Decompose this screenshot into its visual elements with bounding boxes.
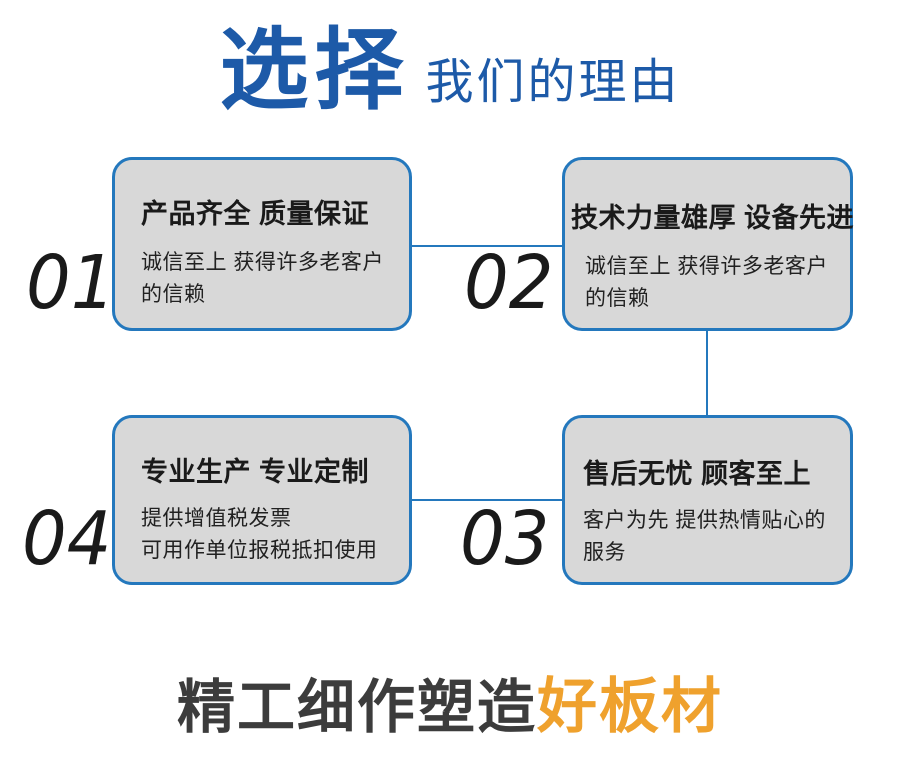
step-number-03: 03 <box>460 496 550 582</box>
step-number-04: 04 <box>22 496 112 582</box>
card-description: 提供增值税发票 可用作单位报税抵扣使用 <box>141 507 378 562</box>
card-title: 技术力量雄厚 设备先进 <box>571 203 855 233</box>
page-title: 选择 我们的理由 <box>0 20 900 120</box>
card-description: 诚信至上 获得许多老客户 的信赖 <box>141 251 384 306</box>
card-title: 售后无忧 顾客至上 <box>583 459 812 489</box>
footer-slogan: 精工细作塑造好板材 <box>0 674 900 740</box>
reason-card-products-quality: 产品齐全 质量保证 诚信至上 获得许多老客户 的信赖 <box>112 157 412 331</box>
connector-line-card2-card4 <box>706 331 708 416</box>
page-title-sub: 我们的理由 <box>425 56 681 110</box>
connector-line-card3-card4 <box>412 499 562 501</box>
step-number-01: 01 <box>26 240 116 326</box>
card-description: 客户为先 提供热情贴心的 服务 <box>583 509 826 564</box>
page-title-main: 选择 <box>219 20 410 120</box>
step-number-02: 02 <box>464 240 554 326</box>
card-title: 产品齐全 质量保证 <box>141 199 370 229</box>
footer-slogan-orange: 好板材 <box>537 673 723 740</box>
reason-card-aftersales-service: 售后无忧 顾客至上 客户为先 提供热情贴心的 服务 <box>562 415 853 585</box>
connector-line-card1-card2 <box>412 245 562 247</box>
reason-card-production-custom: 专业生产 专业定制 提供增值税发票 可用作单位报税抵扣使用 <box>112 415 412 585</box>
reason-card-technology-equipment: 技术力量雄厚 设备先进 诚信至上 获得许多老客户 的信赖 <box>562 157 855 331</box>
card-title: 专业生产 专业定制 <box>141 457 370 487</box>
card-description: 诚信至上 获得许多老客户 的信赖 <box>585 255 828 310</box>
footer-slogan-gray: 精工细作塑造 <box>176 675 537 740</box>
